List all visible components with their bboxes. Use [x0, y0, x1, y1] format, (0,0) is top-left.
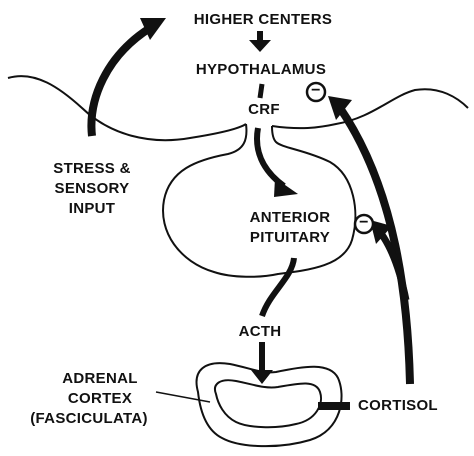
label-higher-centers: HIGHER CENTERS [168, 11, 358, 29]
label-stress-line3: INPUT [42, 200, 142, 218]
label-cortisol: CORTISOL [358, 397, 438, 415]
inhibit-sign-hypothalamus: − [306, 82, 326, 100]
arrow-stress-input [91, 28, 150, 136]
line-pituitary-to-acth [262, 258, 294, 316]
label-stress-line2: SENSORY [42, 180, 142, 198]
label-pituitary: PITUITARY [230, 229, 350, 247]
label-stress-line1: STRESS & [42, 160, 142, 178]
inhibit-sign-pituitary: − [354, 214, 374, 232]
adrenal-label-pointer [156, 392, 210, 402]
stalk-hypothalamus-crf [260, 84, 262, 98]
label-adrenal-line3: (FASCICULATA) [4, 410, 174, 428]
label-adrenal-line2: CORTEX [40, 390, 160, 408]
label-hypothalamus: HYPOTHALAMUS [166, 61, 356, 79]
label-adrenal-line1: ADRENAL [40, 370, 160, 388]
adrenal-inner [215, 380, 321, 427]
arrow-crf-to-pituitary [257, 128, 284, 186]
tissue-outline-right [272, 89, 468, 128]
label-acth: ACTH [230, 323, 290, 341]
label-crf: CRF [234, 101, 294, 119]
tissue-outline-left [8, 76, 246, 140]
label-anterior: ANTERIOR [230, 209, 350, 227]
